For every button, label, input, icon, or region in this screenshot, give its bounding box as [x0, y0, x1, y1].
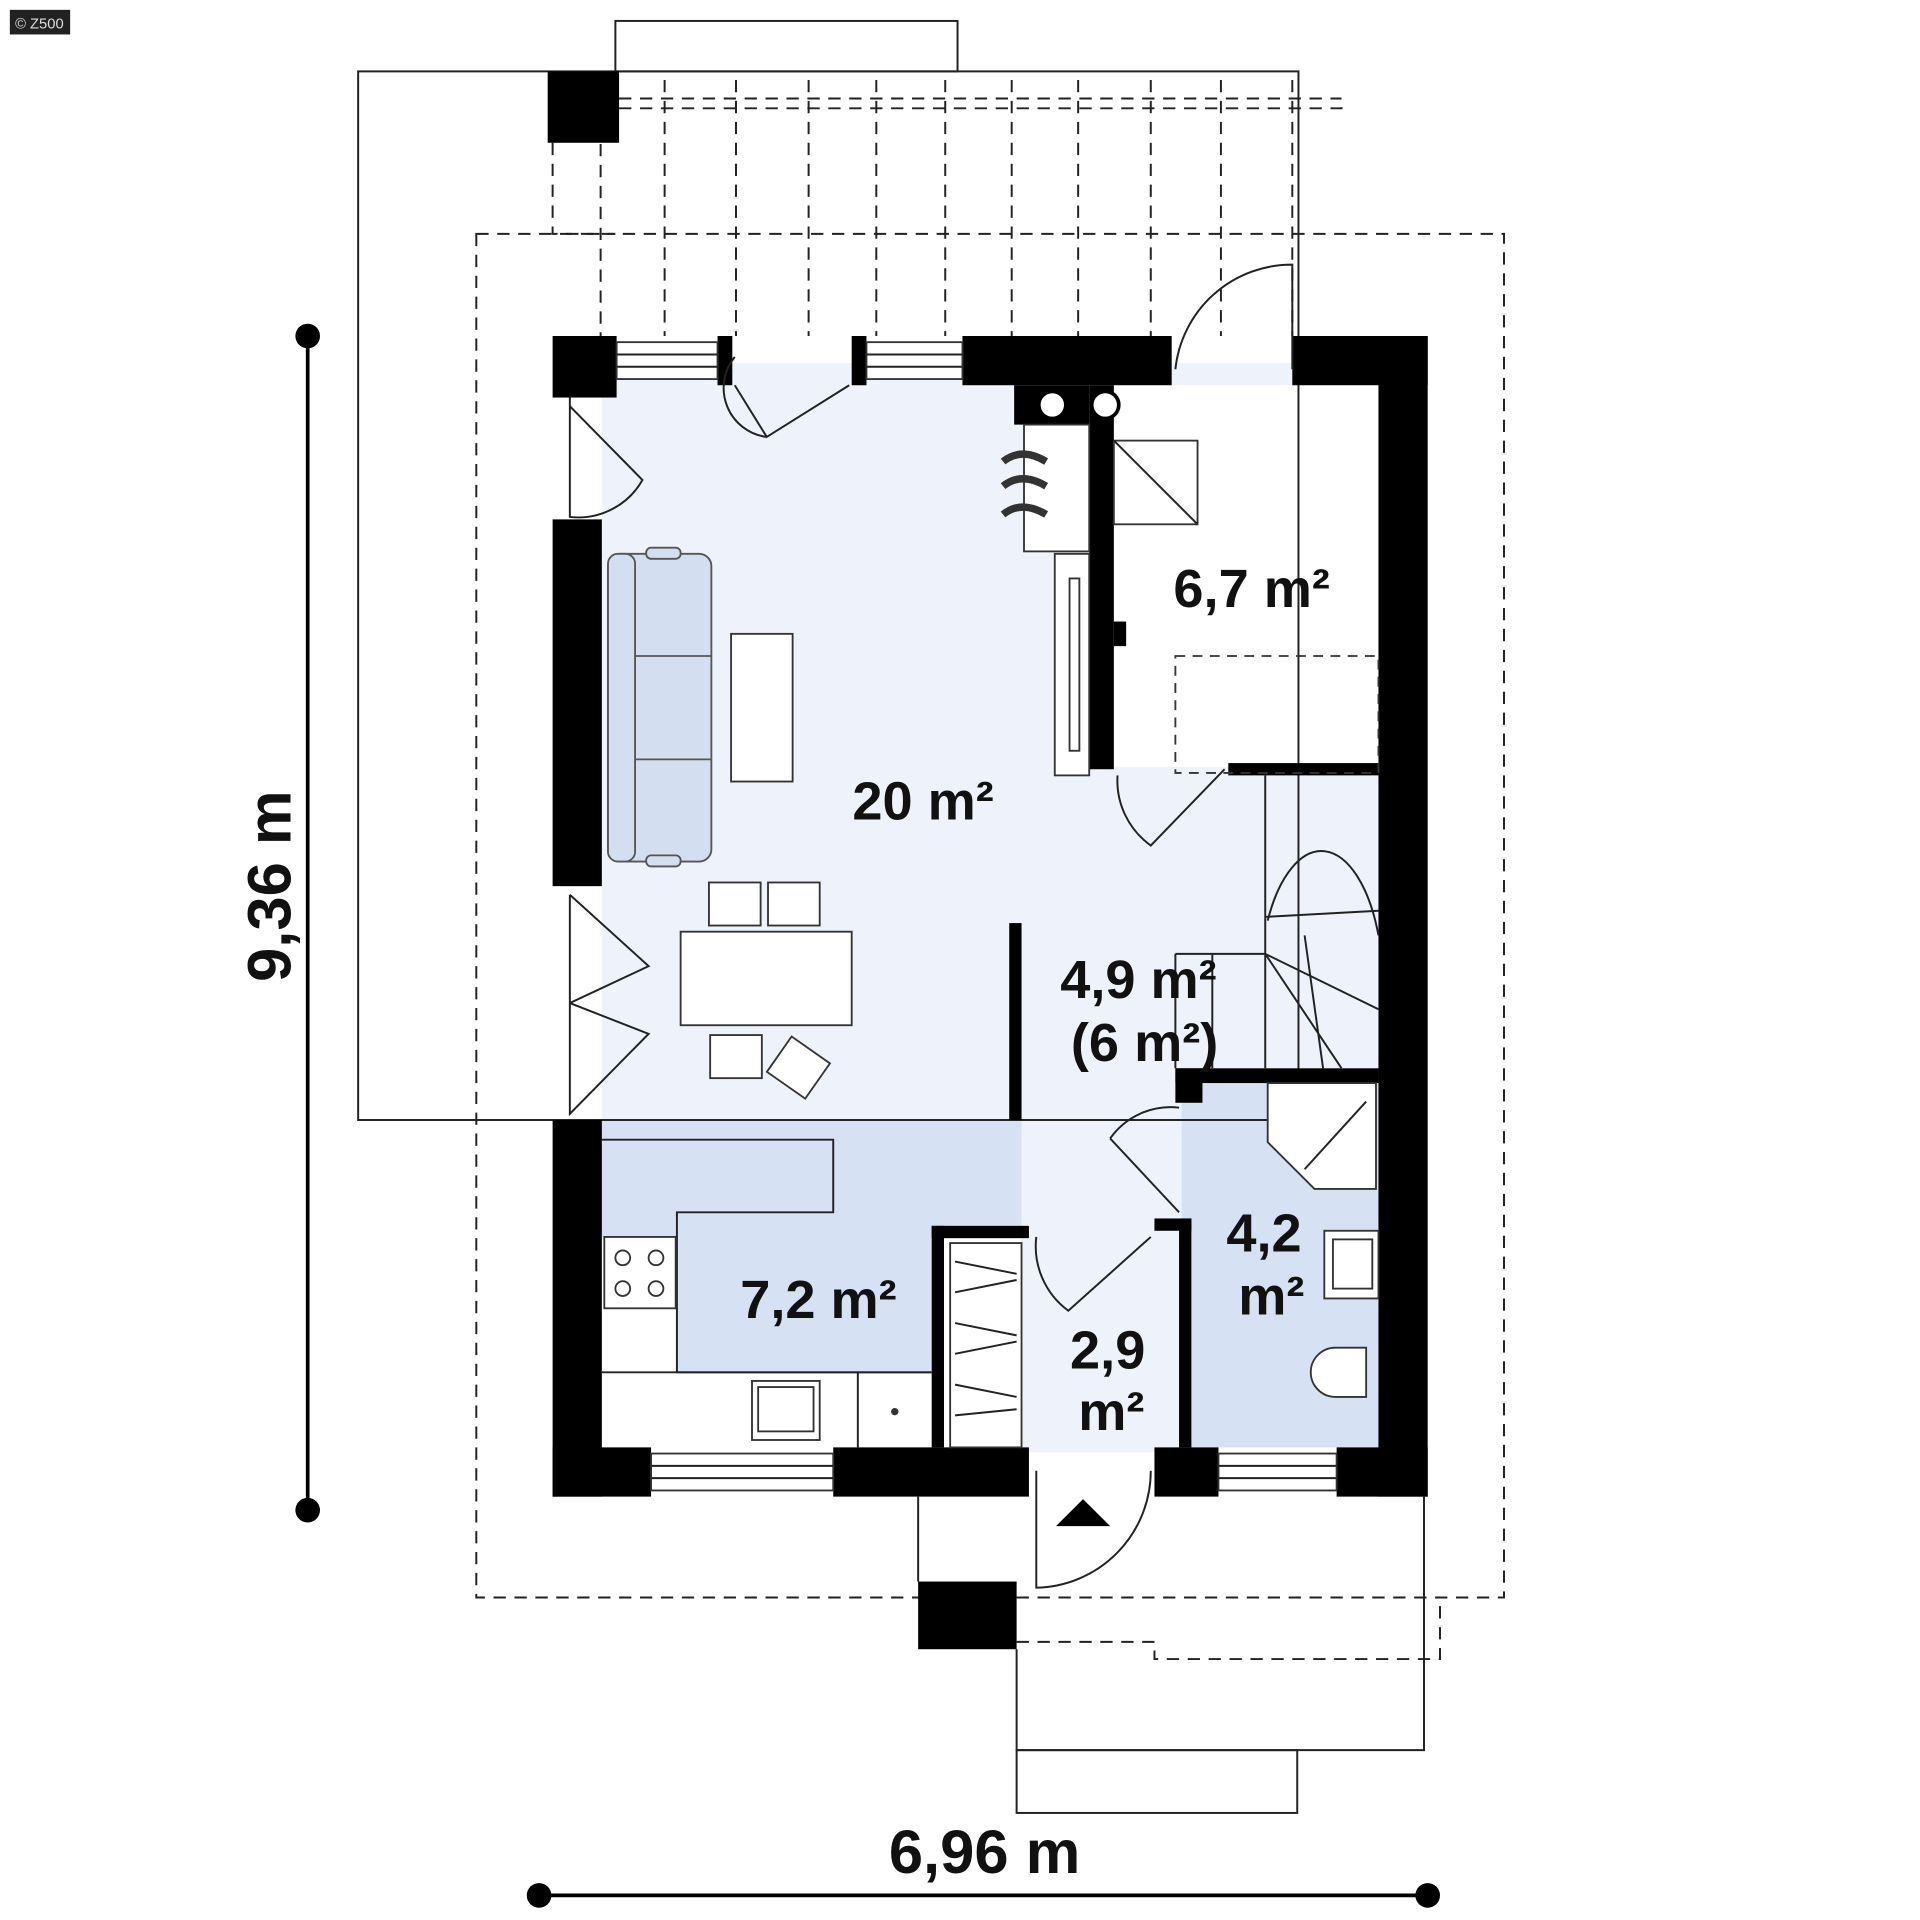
width-label: 6,96 m: [889, 1818, 1081, 1887]
stairs: [1174, 775, 1380, 1069]
room-area-hall: 4,9 m²: [1060, 950, 1216, 1010]
coffee-table: [730, 632, 794, 783]
entrance-arrow-icon: [1056, 1499, 1111, 1527]
logo-text: © Z500: [15, 16, 64, 32]
room-area-living: 20 m²: [852, 772, 993, 832]
wardrobe: [949, 1242, 1023, 1449]
windows: [615, 341, 1338, 1492]
column: [547, 71, 620, 143]
width-dimension: 6,96 m: [526, 1818, 1440, 1908]
height-dimension: 9,36 m: [235, 323, 320, 1523]
sofa: [607, 546, 713, 868]
shower: [1266, 1082, 1377, 1190]
kitchen-counter: [601, 1138, 932, 1448]
doors: [568, 263, 1294, 1589]
room-area-room: 6,7 m²: [1173, 559, 1329, 619]
pergola: [614, 19, 959, 73]
room-area-bathroom: 4,2: [1226, 1204, 1301, 1264]
dining-table: [679, 930, 853, 1027]
room-area-vestibule-unit: m²: [1078, 1382, 1144, 1442]
logo: © Z500: [9, 9, 71, 35]
pergola-beams: [551, 80, 1294, 336]
column: [918, 1581, 1017, 1650]
toilet: [1309, 1346, 1368, 1398]
walls: [552, 336, 1428, 1497]
height-label: 9,36 m: [235, 790, 304, 982]
room-area-bathroom-unit: m²: [1238, 1266, 1304, 1326]
vestibule-fill: [1021, 1083, 1182, 1453]
room-area-hall-alt: (6 m²): [1071, 1013, 1218, 1073]
entrance-step: [1015, 1749, 1299, 1814]
room-area-vestibule: 2,9: [1070, 1321, 1145, 1381]
roof-outline: [475, 232, 1505, 1599]
room-area-kitchen: 7,2 m²: [740, 1270, 896, 1330]
